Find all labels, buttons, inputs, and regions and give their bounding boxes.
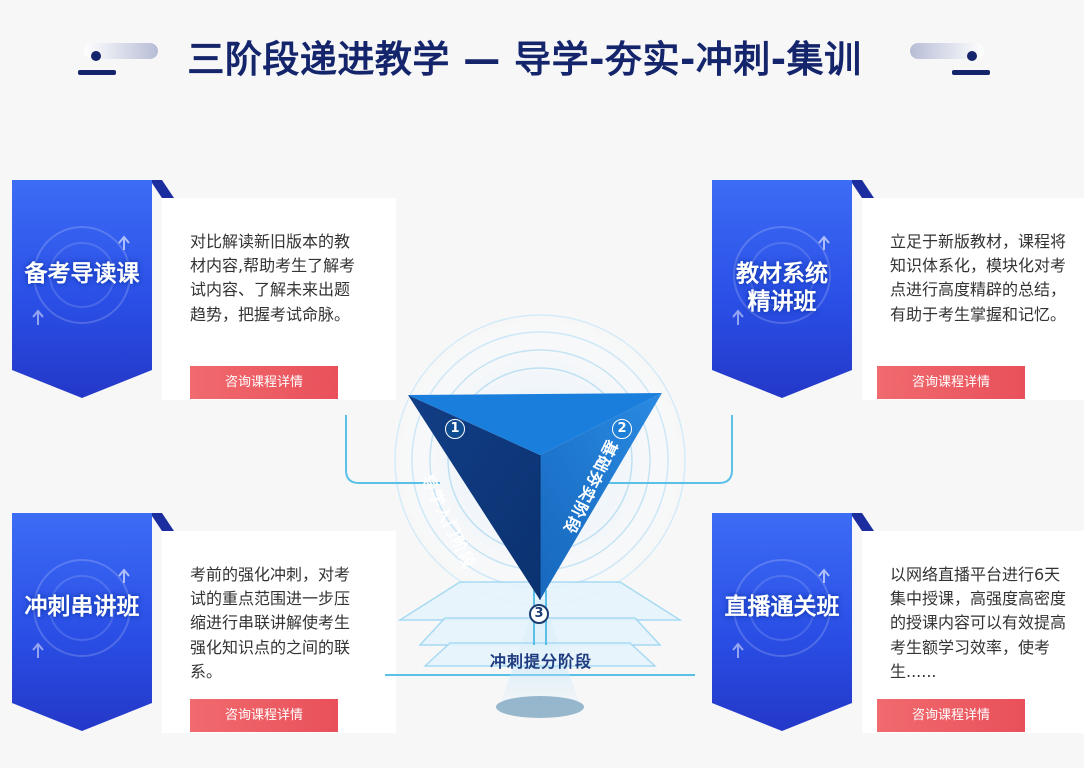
card-title-line1: 教材系统: [736, 261, 828, 287]
consult-course-button[interactable]: 咨询课程详情: [877, 366, 1025, 399]
consult-course-button[interactable]: 咨询课程详情: [190, 366, 338, 399]
card-description: 立足于新版教材，课程将知识体系化，模块化对考点进行高度精辟的总结，有助于考生掌握…: [890, 232, 1067, 324]
card-title: 冲刺串讲班: [24, 594, 140, 620]
stage1-number-badge: 1: [445, 419, 465, 439]
course-card-guide: 备考导读课 对比解读新旧版本的教材内容,帮助考生了解考试内容、了解未来出题趋势，…: [12, 180, 396, 400]
title-left-decoration-icon: [76, 30, 158, 90]
card-description: 以网络直播平台进行6天集中授课，高强度高密度的授课内容可以有效提高考生额学习效率…: [890, 565, 1067, 681]
stage3-number-badge: 3: [529, 604, 549, 624]
course-card-live: 直播通关班 以网络直播平台进行6天集中授课，高强度高密度的授课内容可以有效提高考…: [712, 513, 1084, 733]
card-ribbon: 备考导读课: [12, 180, 174, 398]
three-stage-diagram: 1 2 3 导学入门阶段 基础夯实阶段 冲刺提分阶段: [340, 300, 740, 730]
card-ribbon: 冲刺串讲班: [12, 513, 174, 731]
card-title: 直播通关班: [724, 594, 840, 620]
card-description: 考前的强化冲刺，对考试的重点范围进一步压缩进行串联讲解使考生强化知识点的之间的联…: [190, 565, 351, 681]
page-title: 三阶段递进教学 — 导学-夯实-冲刺-集训: [187, 38, 862, 81]
card-ribbon: 直播通关班: [712, 513, 874, 731]
diagram-graphic: [345, 310, 733, 718]
consult-course-button[interactable]: 咨询课程详情: [877, 699, 1025, 732]
title-row: 三阶段递进教学 — 导学-夯实-冲刺-集训: [0, 30, 1049, 90]
course-card-sprint: 冲刺串讲班 考前的强化冲刺，对考试的重点范围进一步压缩进行串联讲解使考生强化知识…: [12, 513, 396, 733]
title-right-decoration-icon: [910, 30, 992, 90]
card-title-line2: 精讲班: [747, 289, 817, 315]
card-ribbon: 教材系统 精讲班: [712, 180, 874, 398]
card-title: 备考导读课: [24, 261, 140, 287]
card-description: 对比解读新旧版本的教材内容,帮助考生了解考试内容、了解未来出题趋势，把握考试命脉…: [190, 232, 356, 324]
consult-course-button[interactable]: 咨询课程详情: [190, 699, 338, 732]
stage2-number-badge: 2: [612, 419, 632, 439]
stage3-label: 冲刺提分阶段: [489, 652, 592, 671]
course-card-textbook: 教材系统 精讲班 立足于新版教材，课程将知识体系化，模块化对考点进行高度精辟的总…: [712, 180, 1084, 400]
